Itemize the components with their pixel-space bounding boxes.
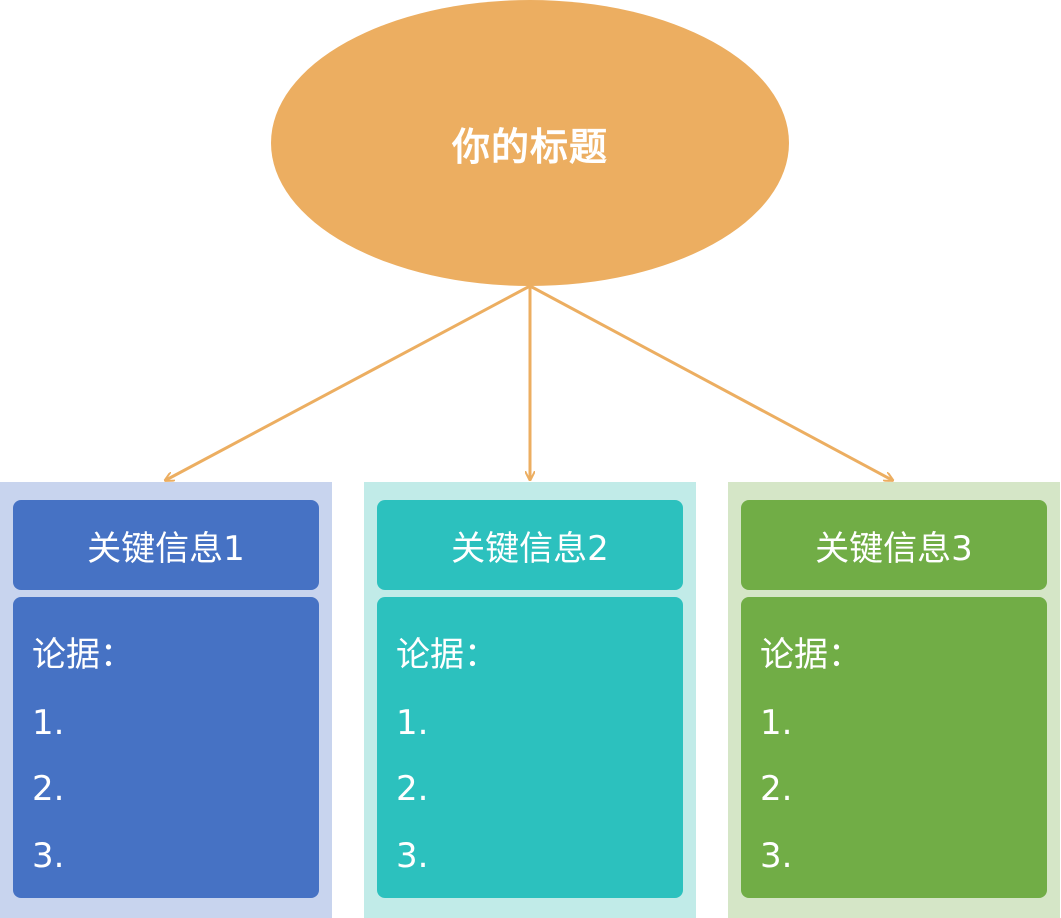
evidence-item: 2. [32, 769, 65, 809]
branch-body-card-2: 论据： 1. 2. 3. [377, 597, 683, 898]
evidence-item: 2. [396, 769, 429, 809]
evidence-label-1: 论据： [32, 635, 134, 675]
evidence-item: 1. [32, 703, 65, 743]
evidence-item: 2. [760, 769, 793, 809]
evidence-label-3: 论据： [760, 635, 862, 675]
branch-panel-1: 关键信息1 论据： 1. 2. 3. [0, 482, 332, 918]
branch-panel-3: 关键信息3 论据： 1. 2. 3. [728, 482, 1060, 918]
arrow-to-branch-3 [529, 284, 892, 480]
evidence-item: 3. [396, 836, 429, 876]
branch-heading-card-3: 关键信息3 [741, 500, 1047, 590]
diagram-title: 你的标题 [451, 124, 608, 169]
title-oval: 你的标题 [271, 0, 789, 286]
branch-body-card-3: 论据： 1. 2. 3. [741, 597, 1047, 898]
branch-panel-2: 关键信息2 论据： 1. 2. 3. [364, 482, 696, 918]
branch-heading-2: 关键信息2 [451, 528, 609, 569]
branch-heading-card-2: 关键信息2 [377, 500, 683, 590]
arrow-to-branch-1 [166, 284, 531, 480]
evidence-item: 3. [32, 836, 65, 876]
evidence-item: 3. [760, 836, 793, 876]
evidence-label-2: 论据： [396, 635, 498, 675]
branch-heading-1: 关键信息1 [87, 528, 245, 569]
branch-body-card-1: 论据： 1. 2. 3. [13, 597, 319, 898]
branch-heading-3: 关键信息3 [815, 528, 973, 569]
evidence-item: 1. [396, 703, 429, 743]
branch-heading-card-1: 关键信息1 [13, 500, 319, 590]
evidence-item: 1. [760, 703, 793, 743]
